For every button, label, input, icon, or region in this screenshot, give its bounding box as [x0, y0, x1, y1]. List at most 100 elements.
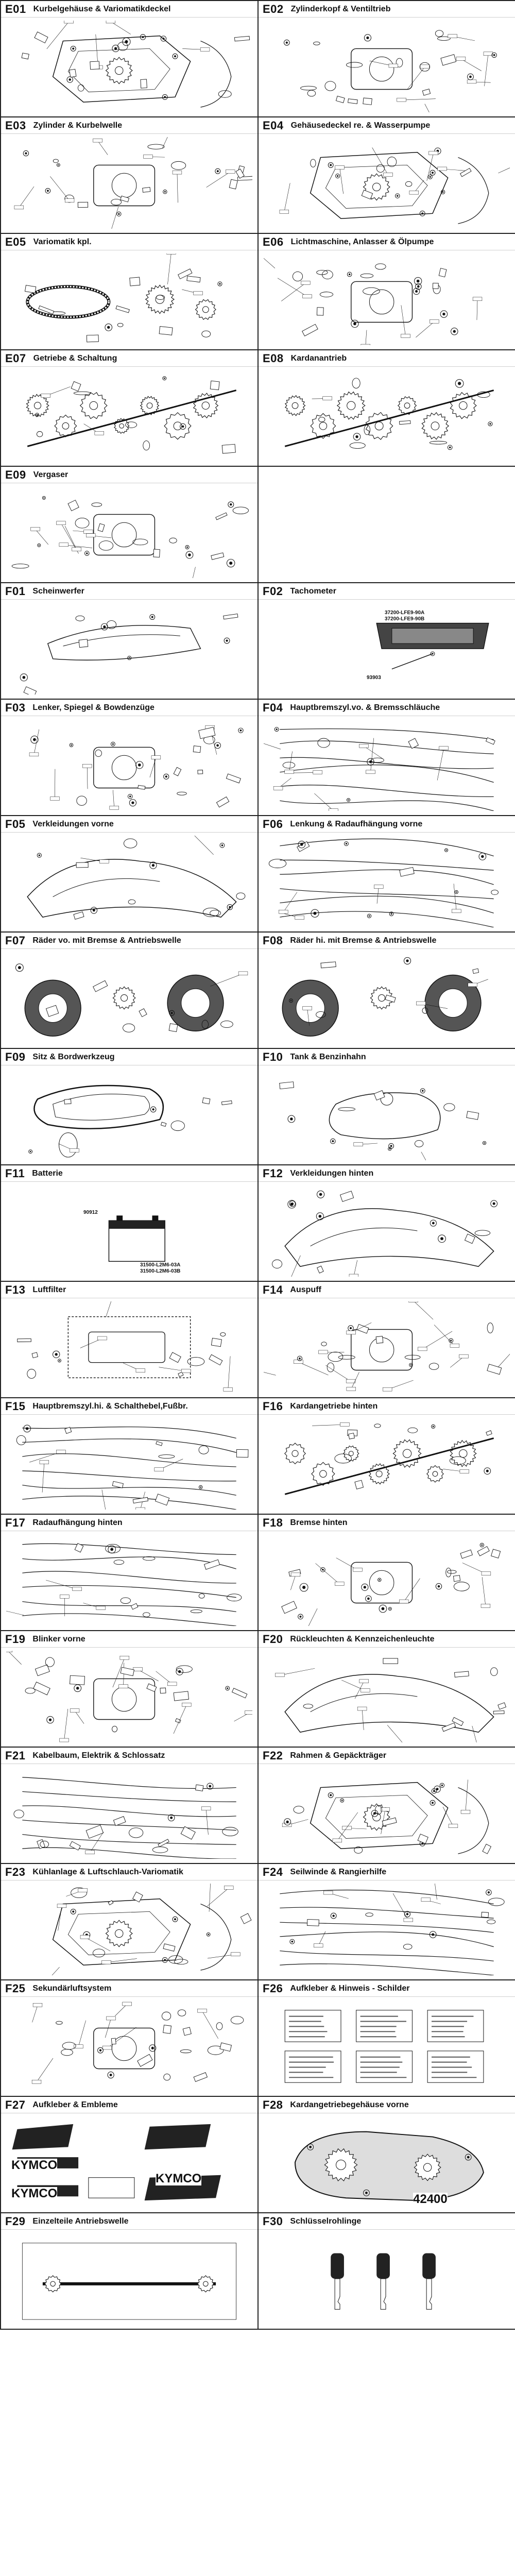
section-f13[interactable]: F13 Luftfilter	[1, 1282, 259, 1398]
section-code: F23	[5, 1865, 26, 1878]
section-e06[interactable]: E06 Lichtmaschine, Anlasser & Ölpumpe	[259, 234, 515, 350]
section-title: Verkleidungen hinten	[290, 1168, 374, 1178]
exploded-parts-diagram	[264, 2000, 510, 2092]
diagram-drawing	[272, 1190, 498, 1277]
section-e02[interactable]: E02 Zylinderkopf & Ventiltrieb	[259, 1, 515, 117]
diagram-drawing	[22, 2243, 237, 2320]
section-title: Schlüsselrohlinge	[290, 2216, 362, 2226]
section-title: Kabelbaum, Elektrik & Schlossatz	[32, 1751, 165, 1760]
diagram-drawing	[21, 21, 250, 108]
diagram-drawing	[6, 1651, 252, 1742]
part-number-label: 93903	[367, 675, 381, 681]
section-title: Luftfilter	[32, 1285, 66, 1294]
section-title: Gehäusedeckel re. & Wasserpumpe	[290, 121, 431, 130]
exploded-parts-diagram	[6, 1884, 252, 1975]
diagram-drawing	[20, 613, 238, 694]
exploded-parts-diagram	[264, 1069, 510, 1160]
section-code: F22	[263, 1749, 283, 1762]
exploded-parts-diagram	[264, 1418, 510, 1510]
section-code: E03	[5, 118, 26, 132]
section-header: E02 Zylinderkopf & Ventiltrieb	[259, 1, 515, 18]
section-header: E06 Lichtmaschine, Anlasser & Ölpumpe	[259, 234, 515, 250]
diagram-drawing	[275, 1658, 507, 1742]
section-code: F13	[5, 1283, 26, 1296]
diagram-drawing	[376, 622, 489, 670]
section-title: Getriebe & Schaltung	[33, 353, 117, 363]
section-code: F20	[263, 1632, 283, 1646]
section-code: E02	[263, 2, 284, 15]
section-code: F15	[5, 1399, 26, 1413]
section-code: E06	[263, 235, 284, 248]
diagram-drawing	[16, 1425, 249, 1510]
section-title: Hauptbremszyl.vo. & Bremsschläuche	[290, 703, 440, 712]
part-number-label: 31500-L2M6-03A 31500-L2M6-03B	[140, 1262, 181, 1275]
diagram-drawing	[13, 1777, 238, 1859]
exploded-parts-diagram	[6, 719, 252, 811]
section-code: F08	[263, 934, 283, 947]
section-title: Lichtmaschine, Anlasser & Ölpumpe	[290, 237, 434, 246]
section-title: Verkleidungen vorne	[32, 819, 114, 828]
section-title: Zylinderkopf & Ventiltrieb	[290, 4, 391, 13]
exploded-parts-diagram	[6, 2000, 252, 2092]
exploded-parts-diagram	[264, 1534, 510, 1626]
exploded-parts-diagram	[264, 370, 510, 462]
diagram-drawing	[28, 1084, 232, 1158]
exploded-parts-diagram	[264, 1651, 510, 1742]
diagram-drawing	[52, 1884, 252, 1975]
section-title: Aufkleber & Embleme	[32, 2100, 118, 2109]
section-title: Seilwinde & Rangierhilfe	[290, 1867, 387, 1876]
section-title: Räder vo. mit Bremse & Antriebswelle	[32, 936, 181, 945]
